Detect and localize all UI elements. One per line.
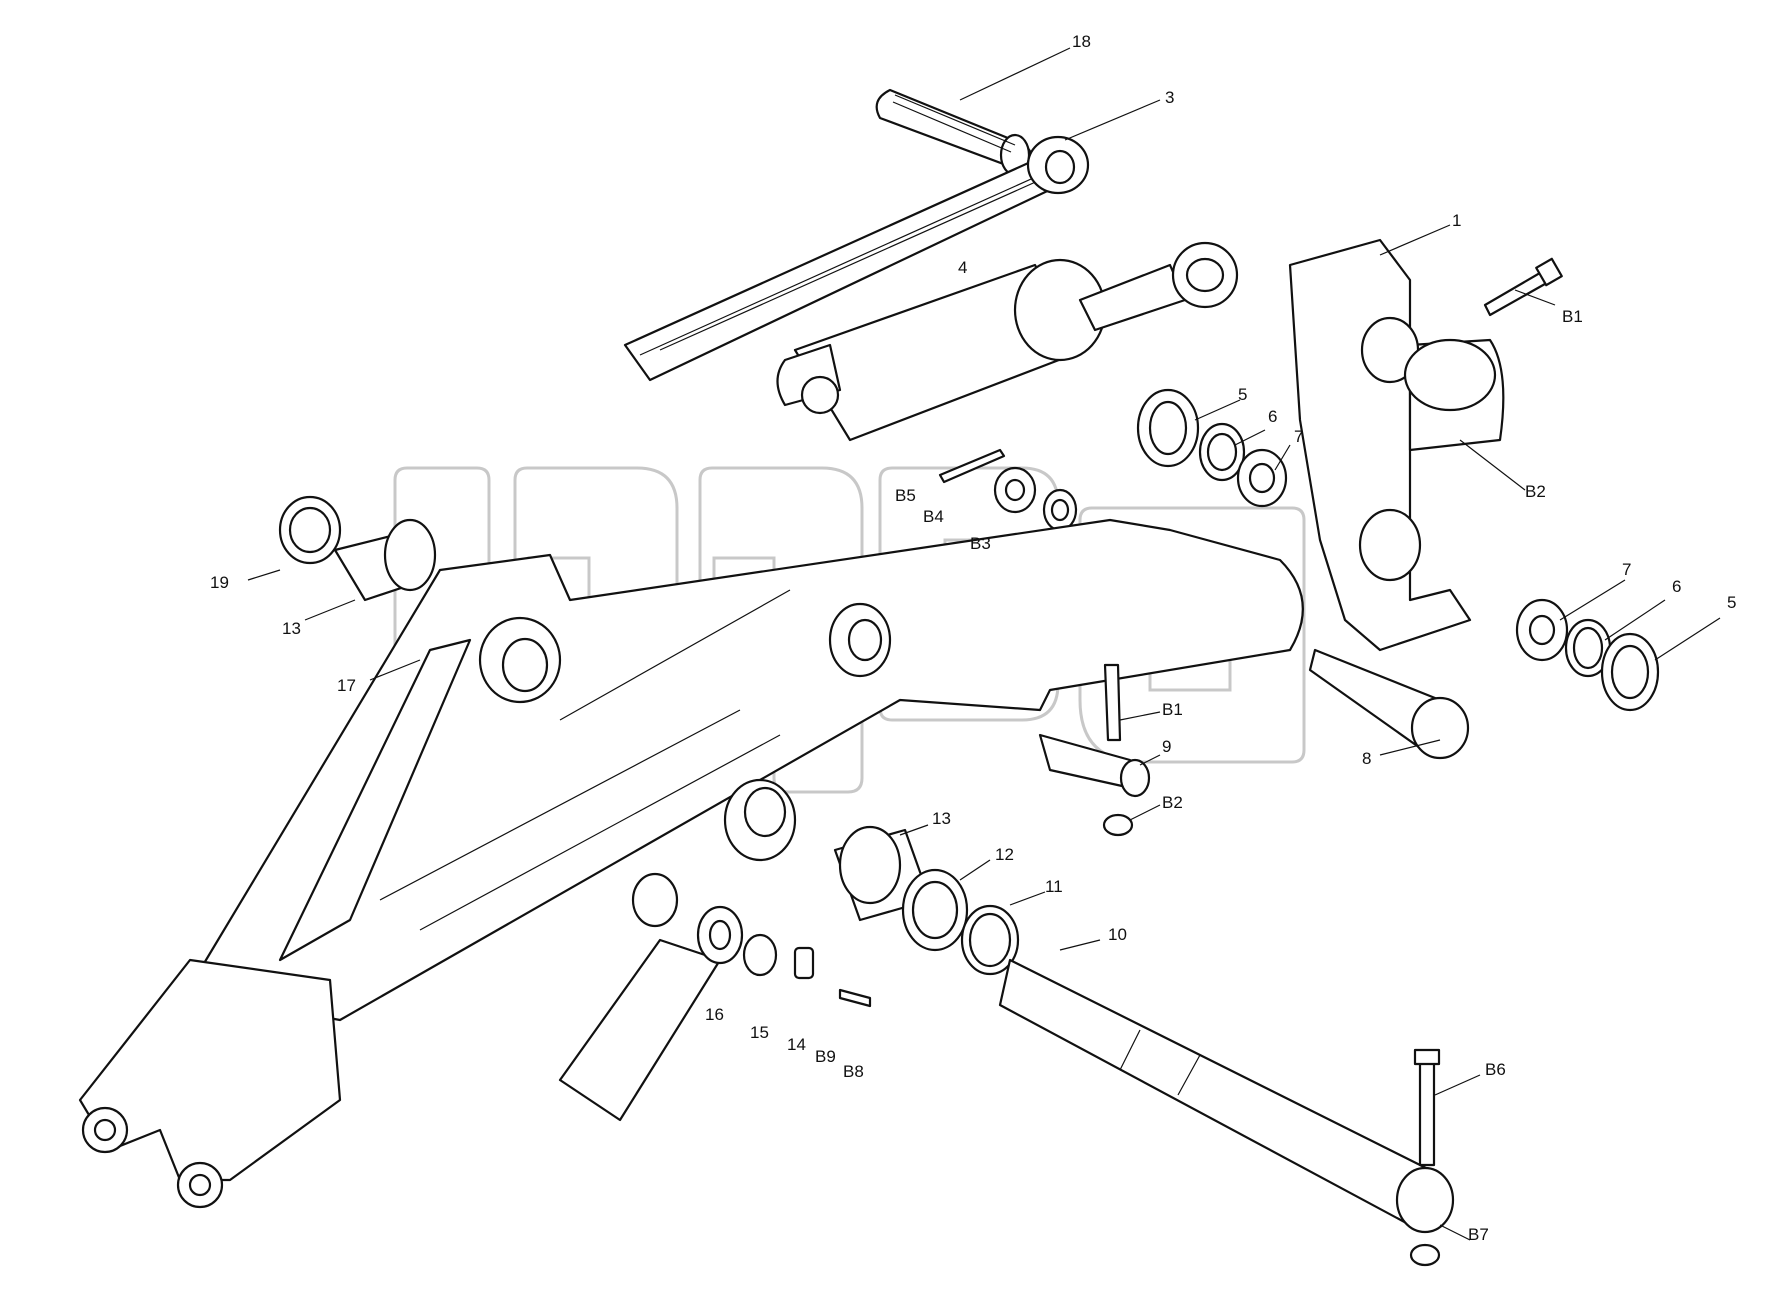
bushing-13-rings-12-11 <box>833 825 1020 976</box>
label-7-lower: 7 <box>1622 560 1631 579</box>
label-B1-lower: B1 <box>1162 700 1183 719</box>
label-B9: B9 <box>815 1047 836 1066</box>
label-B6: B6 <box>1485 1060 1506 1079</box>
part-8-pin <box>1308 648 1470 760</box>
label-1: 1 <box>1452 211 1461 230</box>
part-10-shaft <box>998 958 1455 1234</box>
label-B2-lower: B2 <box>1162 793 1183 812</box>
label-10: 10 <box>1108 925 1127 944</box>
label-11: 11 <box>1045 877 1063 896</box>
label-B1-top: B1 <box>1562 307 1583 326</box>
ring-19-bushing-13-left <box>278 495 437 602</box>
label-19: 19 <box>210 573 229 592</box>
rings-lower-7-6-5 <box>1515 598 1660 712</box>
label-B3: B3 <box>970 534 991 553</box>
label-18: 18 <box>1072 32 1091 51</box>
hydraulic-cylinder <box>776 241 1239 442</box>
part-1-bracket <box>1288 238 1505 652</box>
part-4-link-rod <box>623 135 1090 382</box>
label-9: 9 <box>1162 737 1171 756</box>
label-7-upper: 7 <box>1294 427 1303 446</box>
rings-upper-5-6-7 <box>1136 388 1288 508</box>
label-3: 3 <box>1165 88 1174 107</box>
label-6-lower: 6 <box>1672 577 1681 596</box>
lower-link-16-parts <box>558 872 872 1122</box>
label-B7: B7 <box>1468 1225 1489 1244</box>
bolt-b1-top <box>1483 257 1563 317</box>
label-5-upper: 5 <box>1238 385 1247 404</box>
label-B5: B5 <box>895 486 916 505</box>
label-B2-upper: B2 <box>1525 482 1546 501</box>
label-16: 16 <box>705 1005 724 1024</box>
callout-labels: 18 3 1 4 B1 5 6 7 B2 B5 B4 B3 19 13 17 7… <box>210 32 1736 1244</box>
small-parts-b3-b4-b5 <box>938 448 1078 532</box>
bolt-b6-nut-b7 <box>1409 1048 1441 1267</box>
label-13-left: 13 <box>282 619 301 638</box>
main-frame <box>78 518 1304 1209</box>
label-13-lower: 13 <box>932 809 951 828</box>
label-14: 14 <box>787 1035 806 1054</box>
label-6-upper: 6 <box>1268 407 1277 426</box>
bolt-b1-lower-pin-9-nut-b2 <box>1038 663 1151 837</box>
label-4: 4 <box>958 258 967 277</box>
label-15: 15 <box>750 1023 769 1042</box>
label-B8: B8 <box>843 1062 864 1081</box>
label-17: 17 <box>337 676 356 695</box>
label-B4: B4 <box>923 507 944 526</box>
leader-lines <box>247 47 1721 1241</box>
part-18-pin <box>875 88 1034 177</box>
label-12: 12 <box>995 845 1014 864</box>
label-5-lower: 5 <box>1727 593 1736 612</box>
label-8: 8 <box>1362 749 1371 768</box>
